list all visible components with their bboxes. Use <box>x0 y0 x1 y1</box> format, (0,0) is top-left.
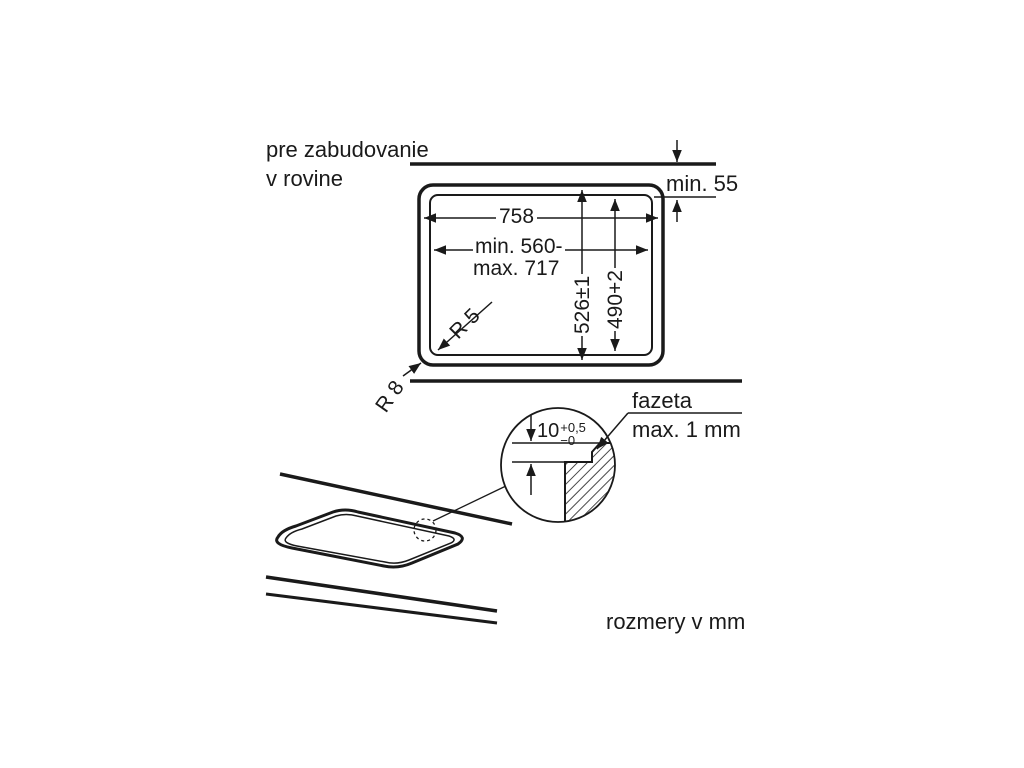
dim-490-label: 490+2 <box>604 268 627 331</box>
dim-758-label: 758 <box>496 206 538 227</box>
chamfer-leader-d <box>596 412 629 450</box>
detail-leader <box>432 484 509 522</box>
outer-cutout <box>417 183 665 367</box>
r5-leader <box>437 301 493 351</box>
chamfer-value: max. 1 mm <box>632 417 741 442</box>
inner-cutout <box>429 194 653 356</box>
units-note: rozmery v mm <box>606 609 746 634</box>
detail-marker <box>413 518 437 542</box>
perspective-cutout-outer <box>275 508 464 569</box>
clearance-label: min. 55 <box>666 171 739 196</box>
r8-leader <box>402 362 422 377</box>
dim-526-label: 526±1 <box>571 273 594 336</box>
rebate-value: 10 <box>537 420 560 442</box>
rebate-label: 10+0,5−0 <box>537 421 586 447</box>
rebate-tol-upper: +0,5 <box>560 420 586 435</box>
perspective-cutout-inner <box>284 513 455 564</box>
installation-title-line1: pre zabudovanie <box>266 137 429 162</box>
chamfer-label: fazeta <box>632 388 692 413</box>
dim-width-max-label: max. 717 <box>473 257 560 280</box>
installation-title-line2: v rovine <box>266 166 344 191</box>
perspective-front-edge-1 <box>265 575 498 613</box>
perspective-top-edge <box>279 472 513 526</box>
dim-width-min-label: min. 560- <box>473 235 565 258</box>
rebate-tol-lower: −0 <box>560 433 576 448</box>
countertop-section <box>564 442 615 522</box>
perspective-front-edge-2 <box>265 592 498 625</box>
